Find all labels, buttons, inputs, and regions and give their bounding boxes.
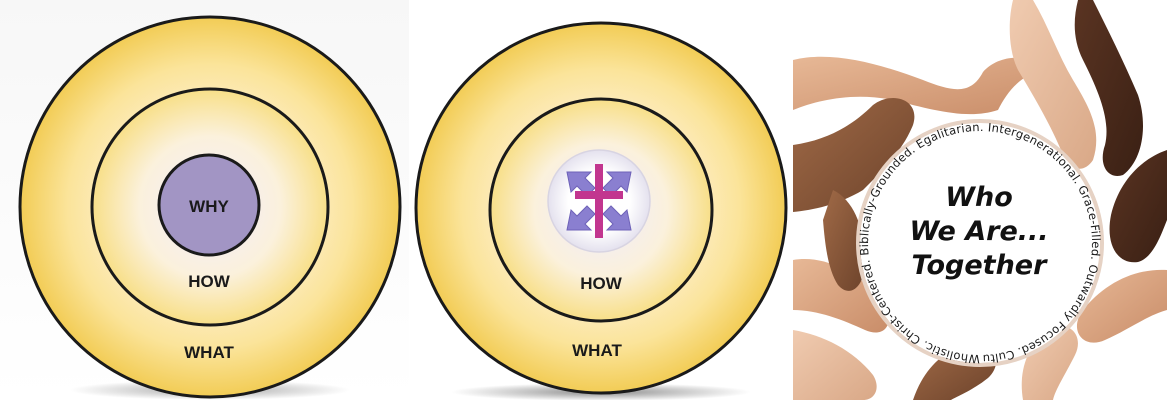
how-label: HOW [188, 272, 231, 291]
what-label: WHAT [572, 341, 622, 360]
church-circle-diagram: HOW WHAT [409, 0, 793, 400]
golden-circle-panel: WHY HOW WHAT [0, 0, 409, 400]
headline-line3: Together [912, 250, 1049, 281]
how-label: HOW [580, 274, 623, 293]
golden-circle-diagram: WHY HOW WHAT [0, 0, 409, 400]
headline-line2: We Are... [909, 216, 1048, 247]
together-panel: Wholistic. Christ-Centered. Biblically-G… [793, 0, 1167, 400]
why-label: WHY [189, 197, 229, 216]
cross-emblem-icon [548, 150, 650, 252]
joined-hands-icon: Wholistic. Christ-Centered. Biblically-G… [793, 0, 1167, 400]
headline-line1: Who [945, 182, 1013, 213]
church-circle-panel: HOW WHAT [409, 0, 793, 400]
what-label: WHAT [184, 343, 234, 362]
